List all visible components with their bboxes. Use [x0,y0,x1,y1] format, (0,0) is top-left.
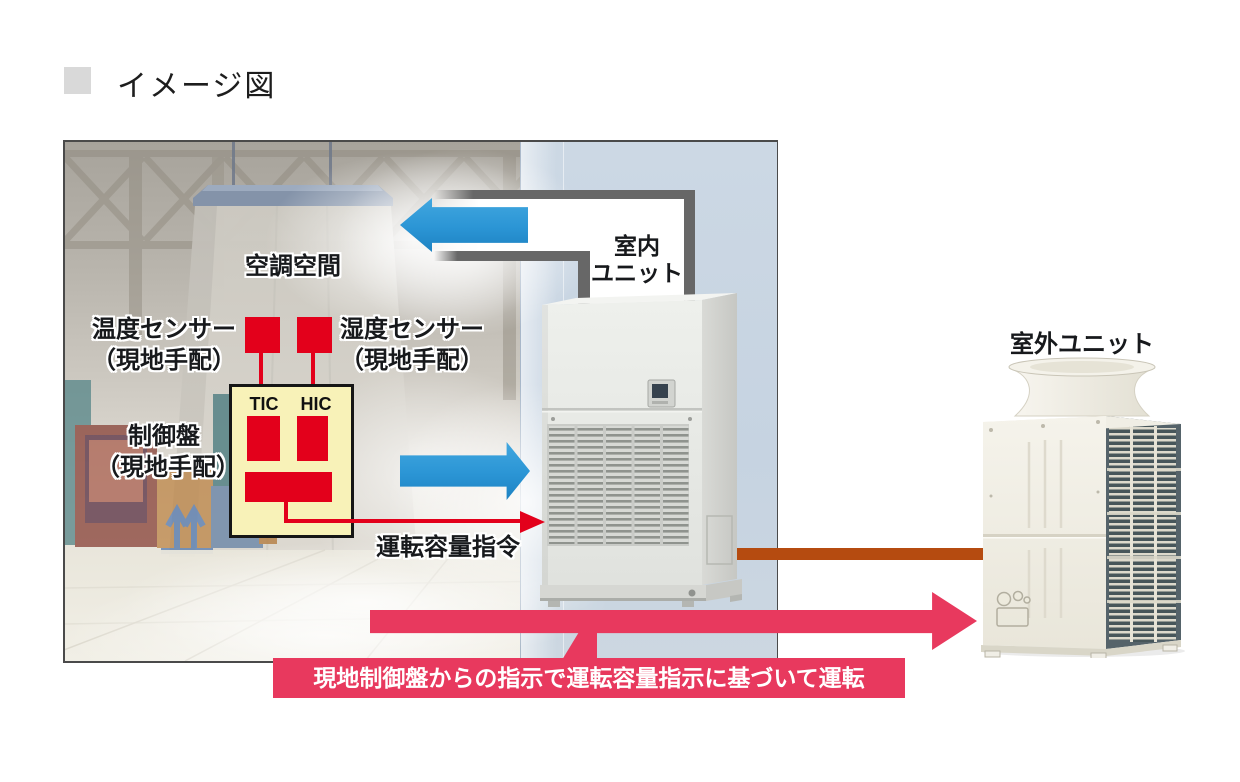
tic-tag: TIC [249,394,279,414]
indoor-unit-display [647,379,676,408]
refrigerant-pipe [737,548,990,560]
indoor-unit-label-line2: ユニット [591,260,683,286]
outdoor-unit-illustration [981,357,1185,658]
indoor-unit-label: 室内 ユニット [588,233,686,287]
command-wire-vertical [284,500,288,523]
humidity-sensor-label: 湿度センサー （現地手配） [336,314,488,376]
humidity-sensor-label-line2: （現地手配） [340,347,484,374]
indoor-unit-illustration [540,293,742,607]
capacity-command-label: 運転容量指令 [376,534,520,561]
outdoor-unit-coil [1107,424,1181,642]
title-bullet-square [64,67,91,94]
temperature-sensor-icon [245,317,280,353]
temperature-sensor-label-line2: （現地手配） [92,347,236,374]
caption-banner: 現地制御盤からの指示で運転容量指示に基づいて運転 [273,658,905,698]
control-panel-label-line1: 制御盤 [128,423,200,450]
humidity-sensor-icon [297,317,332,353]
humidity-sensor-label-line1: 湿度センサー [340,316,484,343]
control-panel-label: 制御盤 （現地手配） [96,421,240,483]
panel-output-block [245,472,332,502]
outdoor-unit-fan-shroud [1008,357,1156,417]
duct-top-wall [434,190,695,199]
control-panel-box: TIC HIC [229,384,354,538]
temperature-sensor-label: 温度センサー （現地手配） [88,314,240,376]
temperature-sensor-label-line1: 温度センサー [92,316,236,343]
tic-indicator-block [247,416,280,461]
page-title: イメージ図 [117,70,277,103]
hic-indicator-block [297,416,328,461]
duct-right-wall [684,190,695,305]
temperature-sensor-wire [259,352,263,386]
duct-inner-bottom-wall [434,251,590,261]
indoor-unit-grille [547,424,689,546]
outdoor-unit-label: 室外ユニット [1010,331,1154,358]
indoor-unit-label-line1: 室内 [614,233,660,259]
control-panel-label-line2: （現地手配） [96,454,240,481]
hic-tag: HIC [300,394,332,414]
command-wire-horizontal [284,519,522,523]
humidity-sensor-wire [311,352,315,386]
outdoor-unit-service-panel [996,590,1031,627]
conditioned-space-label: 空調空間 [245,253,341,280]
